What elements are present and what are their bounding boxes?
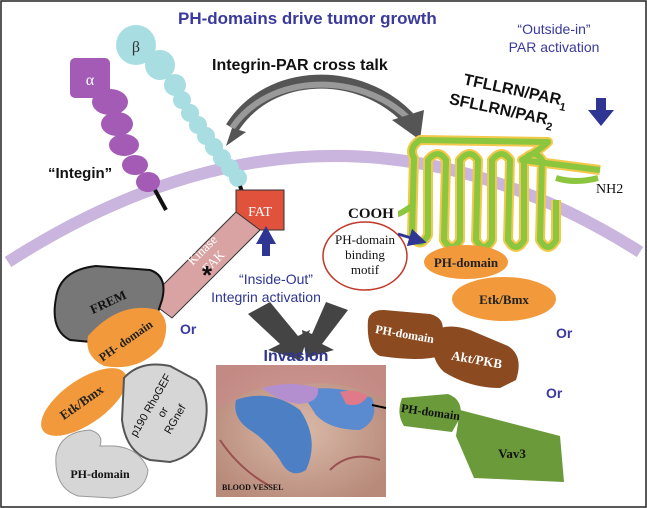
blood-vessel-image [216,365,387,497]
binding-motif-line2: binding [345,247,385,262]
outside-in-line2: PAR activation [509,39,600,55]
p190-protein [120,363,208,464]
or-label-right-2: Or [546,385,563,401]
par1-sub: 1 [558,101,566,114]
or-label-right-1: Or [556,325,573,341]
inside-out-line2: Integrin activation [211,289,321,305]
left-bottom-ph-domain [55,429,149,499]
etk-bmx-right [452,277,556,321]
inside-out-star: * [202,260,213,290]
vav-name-label: Vav3 [498,446,526,461]
or-label-left: Or [180,321,197,337]
inside-out-line1: “Inside-Out” [239,271,313,287]
inside-out-arrow [256,226,276,256]
par2-sub: 2 [545,121,553,134]
binding-motif-line3: motif [351,262,380,277]
outside-in-arrow [588,98,614,126]
integrin-alpha-chain: α [70,58,168,211]
par-peptides: TFLLRN/PAR1 SFLLRN/PAR2 [448,72,567,134]
etk-bmx-left [41,368,127,436]
par-ph-domain [424,245,508,279]
akt-protein [367,310,519,388]
par-ph-domain-label: PH-domain [434,255,499,270]
etk-bmx-right-label: Etk/Bmx [479,292,529,307]
motif-arrow [397,228,427,247]
nh2-label: NH2 [596,182,623,197]
crosstalk-arrow [226,74,424,146]
cooh-label: COOH [348,206,394,222]
integrin-label: “Integin” [48,165,112,182]
left-ph-domain [87,307,167,368]
par-receptor [397,135,601,252]
fak-protein [147,189,285,319]
blood-vessel-label: BLOOD VESSEL [222,483,283,492]
vav3-protein [399,394,564,482]
binding-motif-line1: PH-domain [335,232,395,247]
left-bottom-ph-label: PH-domain [70,467,130,481]
outside-in-line1: “Outside-in” [517,21,590,37]
alpha-label: α [86,72,95,89]
invasion-label: Invasion [264,348,329,365]
beta-label: β [132,39,140,56]
binding-motif-ellipse [322,221,408,291]
fat-label: FAT [248,205,272,220]
invasion-arrows [248,302,348,360]
crosstalk-label: Integrin-PAR cross talk [212,57,388,74]
page-title: PH-domains drive tumor growth [178,9,437,28]
